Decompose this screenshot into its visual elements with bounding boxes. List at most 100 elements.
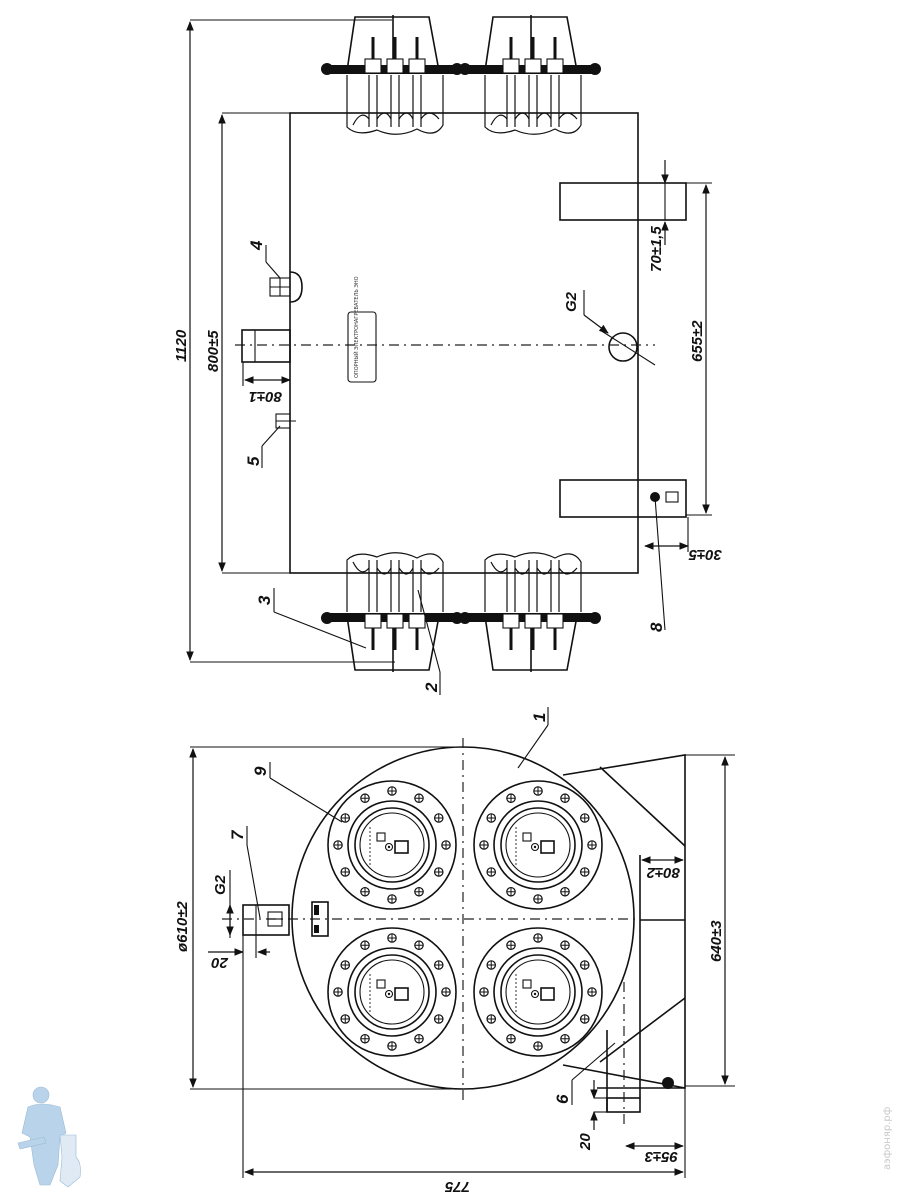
end-view: ø610±2 G2 20 80±2 640±3 775 20 95±3: [174, 707, 735, 1195]
bolt-icon: [414, 1033, 424, 1044]
bolt-icon: [333, 987, 343, 997]
bolt-icon: [506, 940, 516, 951]
dim-support-width: 70±1,5: [648, 226, 665, 272]
bolt-icon: [506, 886, 516, 897]
bolt-icon: [414, 886, 424, 897]
bolt-icon: [560, 793, 570, 804]
watermark-text: аэфоняр.рф: [882, 1107, 893, 1170]
plumber-mascot-icon: [17, 1086, 81, 1188]
bolt-icon: [360, 1033, 370, 1044]
flange: [327, 927, 457, 1057]
bolt-icon: [360, 940, 370, 951]
terminal-assembly: [457, 13, 603, 136]
callout-5: 5: [244, 456, 263, 466]
bolt-icon: [587, 987, 597, 997]
bolt-icon: [360, 886, 370, 897]
callout-8: 8: [647, 622, 666, 632]
dim-body-length: 800±5: [205, 330, 222, 372]
dim-nozzle-length: 20: [211, 954, 229, 971]
flange-group: [327, 780, 603, 1057]
dim-height: 640±3: [708, 920, 725, 962]
nameplate-text: ОПОРНЫЙ ЭЛЕКТРОНАГРЕВАТЕЛЬ ЭНО: [353, 276, 360, 378]
flange: [473, 927, 603, 1057]
bolt-icon: [579, 1014, 590, 1024]
g2-label: G2: [563, 291, 580, 312]
bolt-icon: [479, 987, 489, 997]
bolt-icon: [433, 867, 444, 877]
dim-nozzle-offset: 80±1: [249, 388, 282, 405]
bolt-icon: [533, 1041, 543, 1051]
callout-3: 3: [255, 595, 274, 605]
bolt-icon: [360, 793, 370, 804]
callout-4: 4: [247, 240, 266, 251]
bolt-icon: [441, 987, 451, 997]
side-view: G2 80±1 4 5 ОПОРНЫЙ ЭЛЕКТРОНАГРЕВАТЕЛЬ Э…: [173, 13, 722, 695]
bolt-icon: [506, 793, 516, 804]
dim-foot-offset: 95±3: [644, 1148, 678, 1165]
bolt-icon: [533, 894, 543, 904]
callout-2: 2: [422, 682, 441, 693]
bolt-icon: [433, 1014, 444, 1024]
flange: [327, 780, 457, 910]
bolt-icon: [506, 1033, 516, 1044]
bolt-icon: [560, 940, 570, 951]
bolt-icon: [387, 786, 397, 796]
dim-diameter: ø610±2: [174, 901, 191, 952]
bolt-icon: [486, 960, 497, 970]
dim-support-spacing: 655±2: [689, 320, 706, 362]
support-stand: [562, 754, 686, 1089]
bolt-icon: [340, 1014, 351, 1024]
bolt-icon: [486, 1014, 497, 1024]
side-nozzle: [242, 904, 290, 936]
bolt-icon: [387, 933, 397, 943]
bolt-icon: [433, 813, 444, 823]
callout-1: 1: [530, 713, 549, 722]
terminal-assembly: [319, 13, 465, 136]
dim-foot-height: 20: [577, 1133, 594, 1151]
bolt-icon: [486, 813, 497, 823]
bolt-icon: [533, 786, 543, 796]
bolt-icon: [579, 867, 590, 877]
support-foot: [559, 479, 687, 518]
nameplate: [347, 311, 377, 383]
dim-support-depth: 80±2: [646, 864, 680, 881]
bolt-icon: [441, 840, 451, 850]
ground-symbol-icon: [665, 491, 679, 503]
bolt-icon: [560, 1033, 570, 1044]
bolt-icon: [560, 886, 570, 897]
flange: [473, 780, 603, 910]
dim-overall-width: 775: [444, 1178, 470, 1195]
end-data-plate: [311, 901, 329, 937]
bolt-icon: [433, 960, 444, 970]
dim-support-offset: 30±5: [688, 546, 722, 563]
grounding-bolt-icon: [662, 1077, 674, 1089]
bolt-icon: [387, 1041, 397, 1051]
bolt-icon: [579, 960, 590, 970]
g2-port: [608, 332, 638, 362]
bolt-icon: [387, 894, 397, 904]
nozzle: [241, 329, 291, 363]
bolt-icon: [340, 867, 351, 877]
support-foot: [559, 182, 687, 221]
fitting-4: [269, 271, 303, 303]
bolt-icon: [533, 933, 543, 943]
bolt-icon: [414, 793, 424, 804]
callout-6: 6: [553, 1094, 572, 1104]
bolt-icon: [333, 840, 343, 850]
tank-body-outline: [289, 112, 639, 574]
terminal-assembly: [457, 551, 603, 674]
bolt-icon: [414, 940, 424, 951]
terminal-assembly: [319, 551, 465, 674]
bolt-icon: [486, 867, 497, 877]
bolt-icon: [579, 813, 590, 823]
bolt-icon: [340, 960, 351, 970]
callout-9: 9: [251, 766, 270, 776]
dim-nozzle-thread: G2: [212, 874, 229, 895]
fitting-5: [275, 413, 296, 429]
bolt-icon: [340, 813, 351, 823]
callout-7: 7: [228, 829, 247, 840]
bolt-icon: [587, 840, 597, 850]
bolt-icon: [479, 840, 489, 850]
dim-overall-length: 1120: [173, 329, 190, 362]
